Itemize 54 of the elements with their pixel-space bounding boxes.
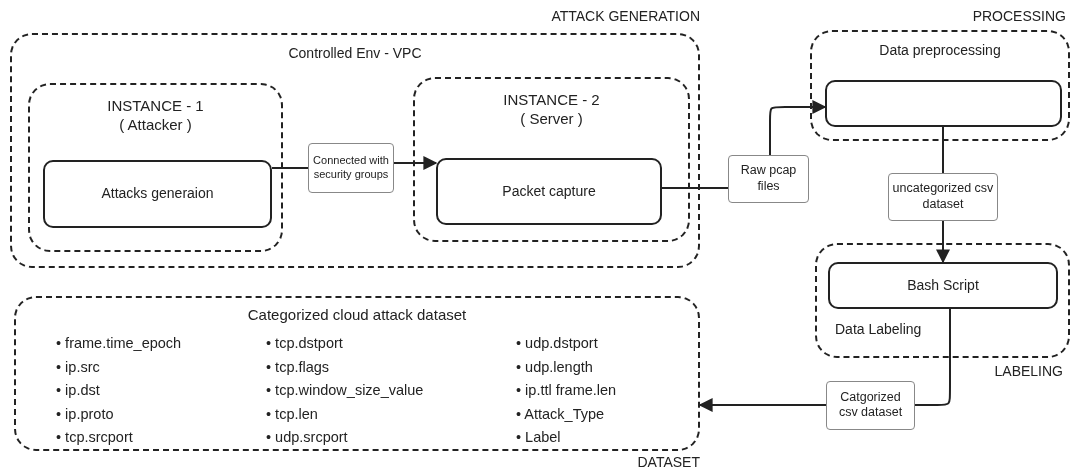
field-name: • ip.ttl frame.len (516, 381, 617, 400)
box-label: Attacks generaion (100, 185, 215, 203)
dashed-group-box (815, 243, 1070, 358)
label-box (728, 155, 809, 203)
dashed-group-box (28, 83, 283, 252)
arrow (698, 398, 827, 412)
connector-line (914, 308, 951, 406)
field-name: • tcp.window_size_value (266, 381, 424, 400)
group-heading: Categorized cloud attack dataset (246, 306, 468, 325)
box-label: Raw pcap files (739, 163, 798, 195)
group-heading: INSTANCE - 2 ( Server ) (502, 91, 601, 129)
field-name: • udp.dstport (516, 334, 599, 353)
connector-line (942, 126, 944, 174)
field-name: • udp.length (516, 357, 594, 377)
process-box (828, 262, 1058, 309)
box-label: Packet capture (501, 182, 597, 201)
connector-line (661, 187, 729, 189)
section-title: LABELING (994, 363, 1063, 379)
dashed-group-box (413, 77, 690, 242)
process-box (43, 160, 272, 228)
group-heading: Data Labeling (835, 321, 922, 339)
process-box (825, 80, 1062, 127)
dashed-group-box (810, 30, 1070, 141)
section-title: PROCESSING (972, 8, 1066, 24)
field-name: • frame.time_epoch (56, 334, 182, 353)
box-label: Bash Script (906, 276, 980, 295)
field-name: • tcp.srcport (56, 428, 134, 447)
field-name: • ip.src (56, 357, 101, 377)
arrow (936, 220, 950, 264)
box-label: uncategorized csv dataset (891, 181, 995, 213)
field-name: • ip.proto (56, 404, 115, 424)
group-heading: INSTANCE - 1 ( Attacker ) (106, 97, 205, 135)
arrow (769, 100, 827, 156)
group-heading: Data preprocessing (878, 42, 1002, 60)
arrow (393, 156, 438, 170)
box-label: Catgorized csv dataset (837, 389, 904, 422)
label-box (308, 143, 394, 193)
connector-line (271, 167, 309, 169)
field-name: • tcp.dstport (266, 334, 344, 353)
field-name: • tcp.len (266, 404, 319, 424)
field-name: • tcp.flags (266, 357, 331, 377)
label-box (826, 381, 915, 430)
box-label: Connected with security groups (312, 154, 390, 182)
dashed-group-box (10, 33, 700, 268)
field-name: • ip.dst (56, 381, 101, 400)
field-name: • udp.srcport (266, 428, 349, 447)
field-name: • Attack_Type (516, 404, 606, 424)
section-title: ATTACK GENERATION (551, 8, 700, 24)
label-box (888, 173, 998, 221)
section-title: DATASET (637, 454, 700, 470)
process-box (436, 158, 662, 225)
field-name: • Label (516, 428, 562, 447)
dashed-group-box (14, 296, 700, 451)
group-heading: Controlled Env - VPC (287, 45, 423, 63)
